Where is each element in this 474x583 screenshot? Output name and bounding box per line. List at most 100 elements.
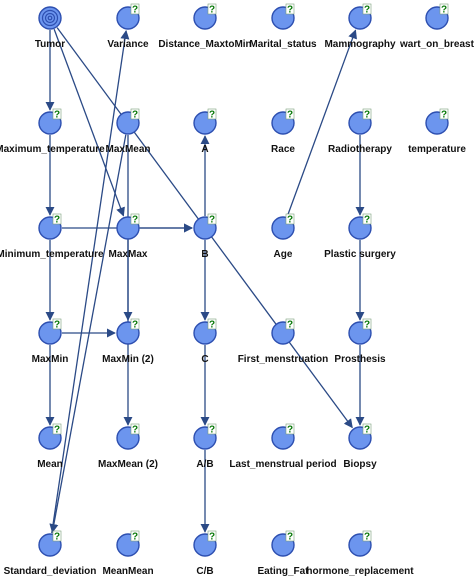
node-mammography[interactable]: ?Mammography xyxy=(324,3,396,50)
question-mark: ? xyxy=(287,110,293,121)
node-label: Variance xyxy=(107,39,149,50)
node-label: MaxMin xyxy=(32,354,69,365)
node-label: MaxMean xyxy=(105,144,150,155)
node-cb[interactable]: ?C/B xyxy=(193,530,217,577)
node-distance[interactable]: ?Distance_MaxtoMin xyxy=(158,3,252,50)
question-mark: ? xyxy=(441,110,447,121)
question-badge xyxy=(439,3,449,15)
question-mark: ? xyxy=(54,110,60,121)
node-label: Biopsy xyxy=(343,459,377,470)
node-race[interactable]: ? Race xyxy=(271,108,295,155)
node-label: MaxMin (2) xyxy=(102,354,154,365)
node-label: temperature xyxy=(408,144,466,155)
node-temperature[interactable]: ? temperature xyxy=(408,108,466,155)
question-mark: ? xyxy=(364,5,370,16)
question-mark: ? xyxy=(364,320,370,331)
question-mark: ? xyxy=(364,215,370,226)
node-maxtemp[interactable]: ?Maximum_temperature xyxy=(0,108,105,155)
target-ring xyxy=(44,12,56,24)
node-meanmean[interactable]: ? MeanMean xyxy=(102,530,154,577)
question-mark: ? xyxy=(287,215,293,226)
question-mark: ? xyxy=(209,425,215,436)
node-wart[interactable]: ? wart_on_breast xyxy=(399,3,474,50)
question-badge xyxy=(285,213,295,225)
node-stddev[interactable]: ?Standard_deviation xyxy=(4,530,97,577)
question-badge xyxy=(285,423,295,435)
question-badge xyxy=(52,423,62,435)
question-badge xyxy=(207,318,217,330)
question-mark: ? xyxy=(132,425,138,436)
question-badge xyxy=(285,530,295,542)
question-mark: ? xyxy=(132,532,138,543)
question-badge xyxy=(207,530,217,542)
node-maxmin2[interactable]: ?MaxMin (2) xyxy=(102,318,154,365)
node-label: Minimum_temperature xyxy=(0,249,104,260)
node-marital[interactable]: ?Marital_status xyxy=(249,3,317,50)
question-badge xyxy=(52,108,62,120)
node-a[interactable]: ?A xyxy=(193,108,217,155)
node-tumor[interactable]: Tumor xyxy=(35,6,65,50)
node-c[interactable]: ?C xyxy=(193,318,217,365)
node-label: A/B xyxy=(196,459,213,470)
question-badge xyxy=(130,318,140,330)
question-badge xyxy=(52,530,62,542)
node-label: C/B xyxy=(196,566,213,577)
node-label: Race xyxy=(271,144,295,155)
question-badge xyxy=(285,318,295,330)
node-biopsy[interactable]: ?Biopsy xyxy=(343,423,377,470)
node-label: MeanMean xyxy=(102,566,153,577)
edge-tumor-to-maxmax xyxy=(53,29,125,217)
question-badge xyxy=(130,530,140,542)
question-badge xyxy=(362,530,372,542)
node-maxmean[interactable]: ? MaxMean xyxy=(105,108,151,155)
question-mark: ? xyxy=(132,215,138,226)
node-label: Distance_MaxtoMin xyxy=(158,39,251,50)
node-hormone[interactable]: ?hormone_replacement xyxy=(306,530,414,577)
node-radiotherapy[interactable]: ?Radiotherapy xyxy=(328,108,392,155)
node-b[interactable]: ?B xyxy=(193,213,217,260)
question-mark: ? xyxy=(287,320,293,331)
node-label: Age xyxy=(274,249,293,260)
node-eatingfat[interactable]: ?Eating_Fat xyxy=(257,530,309,577)
node-label: A xyxy=(201,144,208,155)
question-badge xyxy=(207,108,217,120)
node-ab[interactable]: ? A/B xyxy=(193,423,217,470)
node-label: hormone_replacement xyxy=(306,566,414,577)
node-maxmean2[interactable]: ?MaxMean (2) xyxy=(98,423,158,470)
question-mark: ? xyxy=(287,425,293,436)
node-mean[interactable]: ?Mean xyxy=(37,423,63,470)
node-maxmin[interactable]: ?MaxMin xyxy=(32,318,69,365)
node-prosthesis[interactable]: ? Prosthesis xyxy=(334,318,386,365)
question-badge xyxy=(130,3,140,15)
question-badge xyxy=(207,3,217,15)
question-badge xyxy=(130,423,140,435)
node-age[interactable]: ? Age xyxy=(271,213,295,260)
node-variance[interactable]: ?Variance xyxy=(107,3,149,50)
question-badge xyxy=(52,213,62,225)
question-badge xyxy=(285,3,295,15)
question-badge xyxy=(362,3,372,15)
node-lastmen[interactable]: ?Last_menstrual period xyxy=(229,423,337,470)
node-mintemp[interactable]: ?Minimum_temperature xyxy=(0,213,104,260)
question-mark: ? xyxy=(441,5,447,16)
node-label: wart_on_breast xyxy=(399,39,474,50)
question-mark: ? xyxy=(132,110,138,121)
node-firstmen[interactable]: ? First_menstruation xyxy=(238,318,329,365)
question-mark: ? xyxy=(287,5,293,16)
node-maxmax[interactable]: ? MaxMax xyxy=(109,213,148,260)
question-badge xyxy=(130,108,140,120)
node-label: Prosthesis xyxy=(334,354,386,365)
node-label: MaxMax xyxy=(109,249,148,260)
node-plastic[interactable]: ?Plastic surgery xyxy=(324,213,396,260)
node-label: Tumor xyxy=(35,39,65,50)
node-label: First_menstruation xyxy=(238,354,329,365)
question-badge xyxy=(207,423,217,435)
target-ring xyxy=(47,15,53,21)
question-badge xyxy=(362,318,372,330)
question-badge xyxy=(207,213,217,225)
question-badge xyxy=(362,423,372,435)
question-mark: ? xyxy=(209,320,215,331)
question-mark: ? xyxy=(54,425,60,436)
question-badge xyxy=(439,108,449,120)
